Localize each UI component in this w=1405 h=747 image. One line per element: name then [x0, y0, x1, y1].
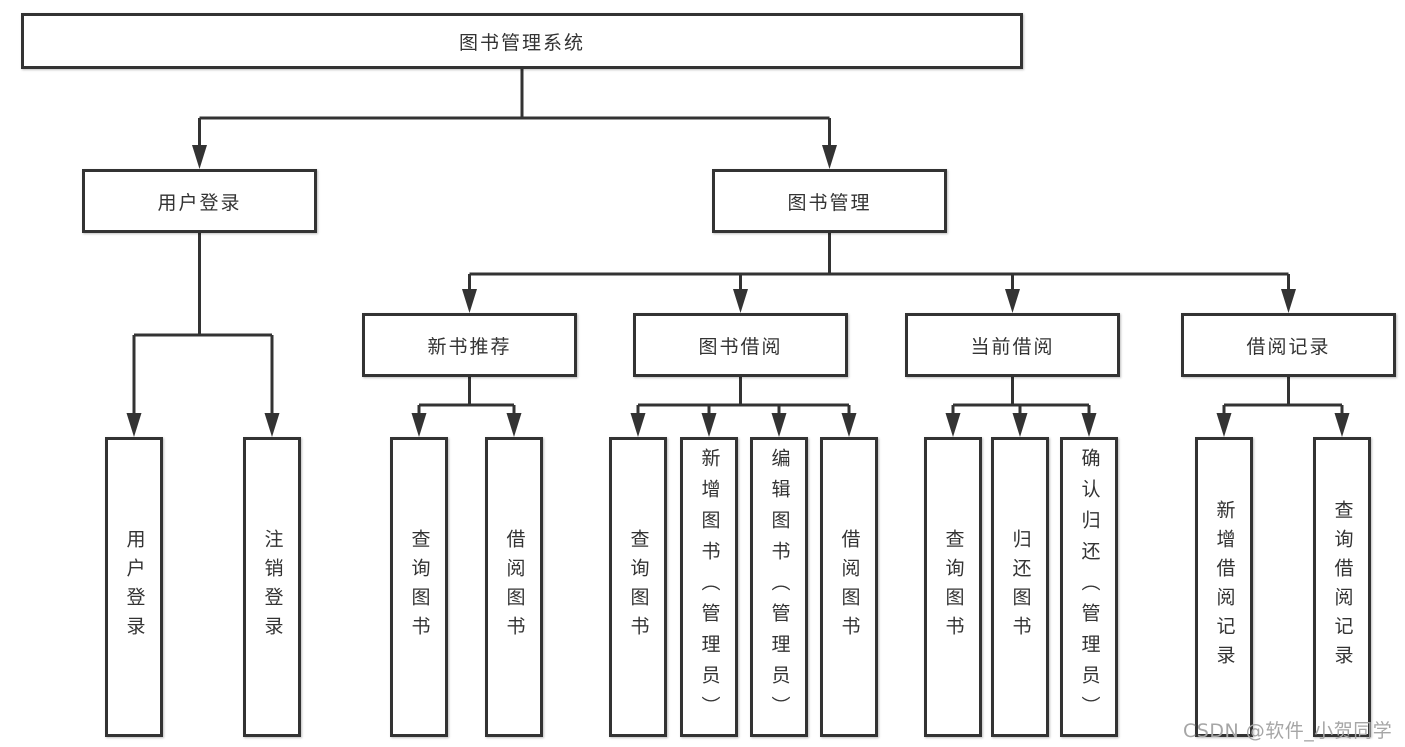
leaf-confirm-return-admin: 确认归还（管理员） [1060, 437, 1118, 737]
connectors-root [192, 69, 837, 169]
csdn-watermark: CSDN @软件_小贺同学 [1183, 720, 1393, 742]
leaf-current-query-book-label: 查询图书 [942, 529, 965, 645]
leaf-borrow-query-book-label: 查询图书 [627, 529, 650, 645]
leaf-user-login-label: 用户登录 [123, 529, 146, 645]
leaf-add-book-admin: 新增图书（管理员） [680, 437, 738, 737]
connectors-current-borrow [945, 377, 1097, 437]
node-book-management-label: 图书管理 [787, 191, 872, 214]
node-borrow-record-label: 借阅记录 [1246, 335, 1331, 358]
node-current-borrow: 当前借阅 [905, 313, 1120, 377]
leaf-borrow-book-label: 借阅图书 [838, 529, 861, 645]
leaf-recommend-borrow-book: 借阅图书 [485, 437, 543, 737]
leaf-add-borrow-record: 新增借阅记录 [1195, 437, 1253, 737]
node-book-borrow: 图书借阅 [633, 313, 848, 377]
leaf-borrow-query-book: 查询图书 [609, 437, 667, 737]
leaf-borrow-book: 借阅图书 [820, 437, 878, 737]
leaf-edit-book-admin: 编辑图书（管理员） [750, 437, 808, 737]
leaf-current-query-book: 查询图书 [924, 437, 982, 737]
connectors-borrow-record [1216, 377, 1350, 437]
node-new-book-recommend-label: 新书推荐 [427, 335, 512, 358]
leaf-add-book-admin-label: 新增图书（管理员） [698, 447, 721, 727]
connectors-new-book-recommend [411, 377, 522, 437]
leaf-logout: 注销登录 [243, 437, 301, 737]
node-user-login: 用户登录 [82, 169, 317, 233]
leaf-logout-label: 注销登录 [261, 529, 284, 645]
leaf-recommend-query-book-label: 查询图书 [408, 529, 431, 645]
node-book-borrow-label: 图书借阅 [698, 335, 783, 358]
leaf-user-login: 用户登录 [105, 437, 163, 737]
node-current-borrow-label: 当前借阅 [970, 335, 1055, 358]
node-user-login-label: 用户登录 [157, 191, 242, 214]
leaf-return-book-label: 归还图书 [1009, 529, 1032, 645]
leaf-recommend-borrow-book-label: 借阅图书 [503, 529, 526, 645]
leaf-edit-book-admin-label: 编辑图书（管理员） [768, 447, 791, 727]
node-book-management: 图书管理 [712, 169, 947, 233]
node-root-label: 图书管理系统 [458, 31, 585, 54]
connectors-user-login [126, 233, 280, 437]
node-new-book-recommend: 新书推荐 [362, 313, 577, 377]
connectors-book-management [462, 233, 1296, 313]
node-borrow-record: 借阅记录 [1181, 313, 1396, 377]
leaf-query-borrow-record-label: 查询借阅记录 [1331, 500, 1354, 674]
leaf-recommend-query-book: 查询图书 [390, 437, 448, 737]
leaf-query-borrow-record: 查询借阅记录 [1313, 437, 1371, 737]
leaf-confirm-return-admin-label: 确认归还（管理员） [1078, 447, 1101, 727]
leaf-add-borrow-record-label: 新增借阅记录 [1213, 500, 1236, 674]
node-root: 图书管理系统 [21, 13, 1023, 69]
leaf-return-book: 归还图书 [991, 437, 1049, 737]
connectors-book-borrow [630, 377, 857, 437]
